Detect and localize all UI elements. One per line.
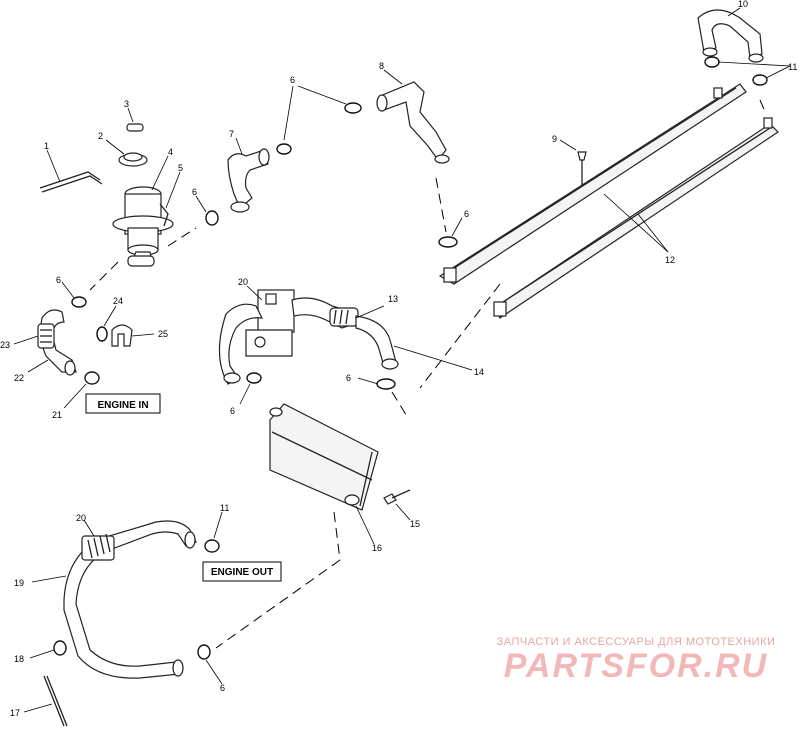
callout-23: 23 xyxy=(0,340,10,350)
callout-6-a: 6 xyxy=(290,75,295,85)
clamp-11-b xyxy=(752,74,768,86)
callout-10: 10 xyxy=(738,0,748,9)
part-25-clamp xyxy=(111,324,133,347)
part-12-rail-upper xyxy=(438,83,747,285)
clamp-6-f xyxy=(246,372,262,384)
callout-3: 3 xyxy=(124,99,129,109)
clamp-6-b xyxy=(276,143,292,155)
callout-11-a: 11 xyxy=(788,62,797,72)
part-12-rail-lower xyxy=(493,117,779,319)
callout-24: 24 xyxy=(113,296,123,306)
callout-1: 1 xyxy=(44,141,49,151)
clamp-6-g xyxy=(376,378,396,390)
callout-22: 22 xyxy=(14,373,24,383)
callout-19: 19 xyxy=(14,578,24,588)
callout-6-d: 6 xyxy=(56,275,61,285)
callout-6-b: 6 xyxy=(192,187,197,197)
callout-4: 4 xyxy=(168,147,173,157)
part-18-clamp xyxy=(53,640,67,656)
clamp-6-a xyxy=(344,102,362,114)
clamp-6-c xyxy=(205,210,219,226)
part-5-clamp xyxy=(159,203,169,227)
clamp-21-a xyxy=(84,371,100,385)
part-2-cap xyxy=(118,152,148,167)
clamp-6-h xyxy=(197,644,211,660)
part-3-seal xyxy=(126,123,144,132)
callout-11-b: 11 xyxy=(220,503,229,513)
callout-6-c: 6 xyxy=(464,209,469,219)
part-22-hose xyxy=(37,309,77,376)
callout-18: 18 xyxy=(14,654,24,664)
watermark: ЗАПЧАСТИ И АКСЕССУАРЫ ДЛЯ МОТОТЕХНИКИ PA… xyxy=(486,636,786,684)
part-10-hose xyxy=(697,9,764,63)
part-14-hose-right xyxy=(355,315,399,370)
part-16-heat-exchanger xyxy=(269,403,379,511)
part-17-tie xyxy=(43,675,68,727)
clamp-21-b xyxy=(204,539,220,553)
part-20-manifold xyxy=(245,289,295,357)
clamp-6-d xyxy=(438,236,458,248)
watermark-brand: PARTSFOR.RU xyxy=(503,647,769,685)
callout-15: 15 xyxy=(410,519,420,529)
callout-5: 5 xyxy=(178,163,183,173)
part-4-reservoir xyxy=(112,186,174,267)
clamp-6-e xyxy=(71,296,87,308)
engine-in-box xyxy=(85,393,161,414)
part-7-hose xyxy=(227,148,270,213)
callout-25: 25 xyxy=(158,329,168,339)
callout-14: 14 xyxy=(474,367,484,377)
clamp-11-a xyxy=(704,56,720,68)
engine-out-box xyxy=(202,561,282,582)
engine-out-label: ENGINE OUT xyxy=(211,567,273,578)
part-24-clamp xyxy=(96,326,108,342)
callout-20-a: 20 xyxy=(238,277,248,287)
part-19-hose xyxy=(63,520,197,679)
callout-6-e: 6 xyxy=(346,373,351,383)
part-13-hose xyxy=(291,297,362,329)
callout-17: 17 xyxy=(10,708,20,718)
callout-20-b: 20 xyxy=(76,513,86,523)
callout-12: 12 xyxy=(665,255,675,265)
callout-13: 13 xyxy=(388,294,398,304)
callout-2: 2 xyxy=(98,131,103,141)
engine-in-label: ENGINE IN xyxy=(97,400,148,411)
callout-8: 8 xyxy=(379,61,384,71)
callout-9: 9 xyxy=(552,134,557,144)
part-1-bracket xyxy=(39,171,103,193)
part-15-fastener xyxy=(383,489,411,505)
callout-6-g: 6 xyxy=(220,683,225,693)
callout-7: 7 xyxy=(229,129,234,139)
callout-6-f: 6 xyxy=(230,406,235,416)
callout-21: 21 xyxy=(52,410,62,420)
part-8-hose xyxy=(376,81,450,164)
callout-16: 16 xyxy=(372,543,382,553)
part-14-hose-left xyxy=(218,303,264,385)
watermark-subtitle: ЗАПЧАСТИ И АКСЕССУАРЫ ДЛЯ МОТОТЕХНИКИ xyxy=(496,636,776,648)
